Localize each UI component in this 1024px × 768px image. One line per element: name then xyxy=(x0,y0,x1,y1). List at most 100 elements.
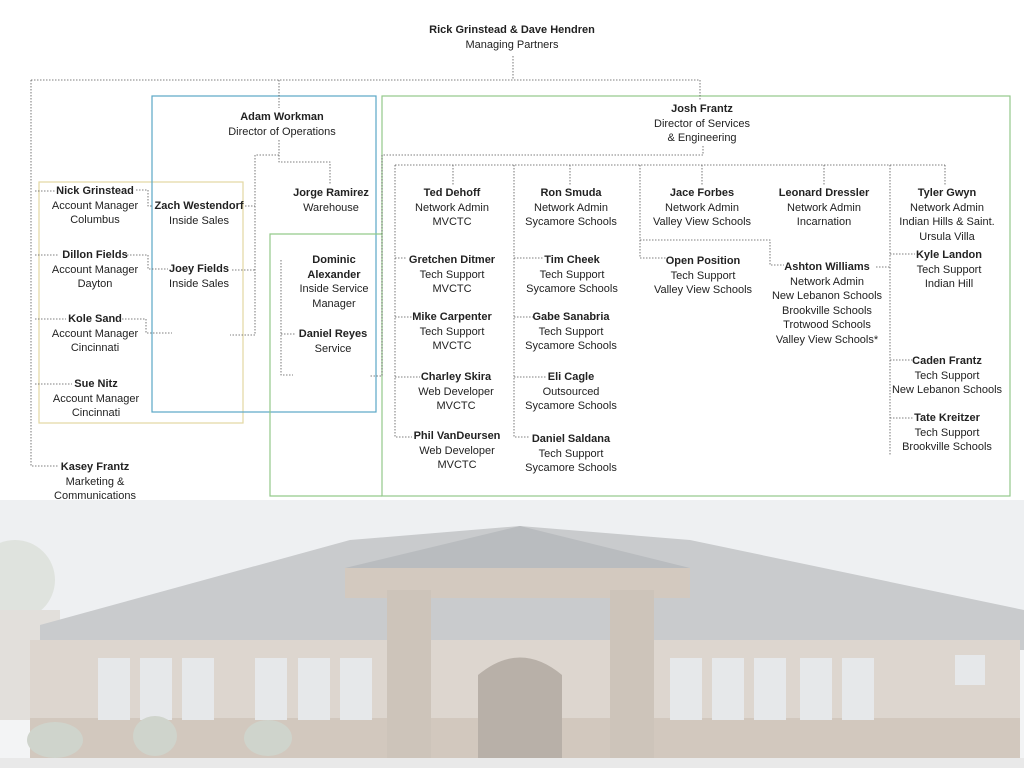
person-location: Sycamore Schools xyxy=(525,340,617,352)
warehouse-jorge: Jorge Ramirez Warehouse xyxy=(293,186,369,215)
person-title: Account Manager xyxy=(51,199,139,212)
person-location: MVCTC xyxy=(432,216,472,228)
person-title: Network Admin xyxy=(415,201,489,214)
person-location: MVCTC xyxy=(432,340,472,352)
person-location: Sycamore Schools xyxy=(525,400,617,412)
person-name: Tyler Gwyn xyxy=(917,187,977,199)
person-name: Gabe Sanabria xyxy=(532,311,610,323)
person-location: MVCTC xyxy=(436,400,476,412)
person-name: Nick Grinstead xyxy=(56,185,134,197)
person-name: Caden Frantz xyxy=(912,355,982,367)
person-name: Mike Carpenter xyxy=(412,311,492,323)
person-title: Outsourced xyxy=(542,385,600,398)
account-manager-sue: Sue Nitz Account Manager Cincinnati xyxy=(53,377,139,421)
person-location: MVCTC xyxy=(437,459,477,471)
account-manager-dillon: Dillon Fields Account Manager Dayton xyxy=(52,248,138,292)
tech-support-tim: Tim Cheek Tech Support Sycamore Schools xyxy=(526,253,618,297)
person-title: Tech Support xyxy=(538,447,604,460)
person-name: Charley Skira xyxy=(420,371,492,383)
person-location: Columbus xyxy=(70,214,120,226)
outsourced-eli: Eli Cagle Outsourced Sycamore Schools xyxy=(525,370,617,414)
network-admin-ashton: Ashton Williams Network Admin New Lebano… xyxy=(772,260,882,347)
operations-group-box xyxy=(151,95,377,413)
tech-support-caden: Caden Frantz Tech Support New Lebanon Sc… xyxy=(892,354,1002,398)
person-title: Network Admin xyxy=(790,275,864,288)
person-name: Daniel Reyes xyxy=(298,328,368,340)
account-manager-nick: Nick Grinstead Account Manager Columbus xyxy=(52,184,138,228)
person-title: Service xyxy=(314,342,352,355)
person-name: Kole Sand xyxy=(68,313,122,325)
person-title: Managing Partners xyxy=(465,38,559,51)
person-title: Manager xyxy=(312,297,356,310)
person-name: Alexander xyxy=(307,268,361,281)
person-location: Incarnation xyxy=(796,216,852,228)
person-location: Dayton xyxy=(77,278,113,290)
person-title: Account Manager xyxy=(51,327,139,340)
person-title: Communications xyxy=(54,490,136,502)
network-admin-ron: Ron Smuda Network Admin Sycamore Schools xyxy=(525,186,617,230)
director-services: Josh Frantz Director of Services & Engin… xyxy=(654,102,750,146)
person-location: Indian Hills & Saint. xyxy=(899,216,995,228)
person-title: Web Developer xyxy=(419,444,495,457)
person-title: Inside Sales xyxy=(169,277,229,290)
connector-lines xyxy=(30,56,1011,497)
person-name: Ron Smuda xyxy=(540,187,602,199)
person-title: Director of Services xyxy=(654,117,750,130)
person-title: Tech Support xyxy=(538,325,604,338)
person-name: Dillon Fields xyxy=(62,249,128,261)
inside-service-dominic: Dominic Alexander Inside Service Manager xyxy=(299,253,368,311)
person-location: New Lebanon Schools xyxy=(891,384,1003,396)
network-admin-ted: Ted Dehoff Network Admin MVCTC xyxy=(415,186,489,230)
open-position: Open Position Tech Support Valley View S… xyxy=(654,254,752,298)
network-admin-jace: Jace Forbes Network Admin Valley View Sc… xyxy=(653,186,751,230)
service-daniel-reyes: Daniel Reyes Service xyxy=(299,327,367,356)
person-name: Daniel Saldana xyxy=(531,433,611,445)
person-name: Tate Kreitzer xyxy=(914,412,980,424)
person-title: Account Manager xyxy=(51,263,139,276)
office-building-photo xyxy=(0,500,1024,768)
person-name: Ashton Williams xyxy=(784,261,870,273)
person-location: Cincinnati xyxy=(71,407,121,419)
person-title: Network Admin xyxy=(665,201,739,214)
person-title: Warehouse xyxy=(303,201,359,214)
person-name: Kyle Landon xyxy=(915,249,983,261)
person-name: Ted Dehoff xyxy=(423,187,481,199)
director-operations: Adam Workman Director of Operations xyxy=(228,110,336,139)
person-location: Brookville Schools xyxy=(902,441,992,453)
tech-support-kyle: Kyle Landon Tech Support Indian Hill xyxy=(916,248,982,292)
person-title: Tech Support xyxy=(539,268,605,281)
tech-support-daniel-saldana: Daniel Saldana Tech Support Sycamore Sch… xyxy=(525,432,617,476)
tech-support-tate: Tate Kreitzer Tech Support Brookville Sc… xyxy=(902,411,992,455)
person-name: Phil VanDeursen xyxy=(413,430,501,442)
person-location: Sycamore Schools xyxy=(526,283,618,295)
person-name: Sue Nitz xyxy=(74,378,118,390)
person-name: Kasey Frantz xyxy=(60,461,130,473)
person-name: Rick Grinstead & Dave Hendren xyxy=(429,24,595,36)
web-developer-charley: Charley Skira Web Developer MVCTC xyxy=(418,370,494,414)
person-name: Eli Cagle xyxy=(547,371,595,383)
person-location: Indian Hill xyxy=(924,278,974,290)
person-title: Inside Service xyxy=(299,283,369,295)
person-location: Trotwood Schools xyxy=(783,319,871,331)
person-title: Director of Operations xyxy=(228,125,336,138)
person-location: Sycamore Schools xyxy=(525,216,617,228)
person-title: Account Manager xyxy=(52,392,140,405)
person-name: Gretchen Ditmer xyxy=(408,254,496,266)
person-title: Tech Support xyxy=(914,426,980,439)
person-name: Open Position xyxy=(665,255,741,267)
person-name: Joey Fields xyxy=(169,263,229,275)
person-title: & Engineering xyxy=(667,132,737,144)
person-location: New Lebanon Schools xyxy=(771,290,883,302)
network-admin-leonard: Leonard Dressler Network Admin Incarnati… xyxy=(779,186,869,230)
person-title: Tech Support xyxy=(670,269,736,282)
person-title: Tech Support xyxy=(419,268,485,281)
person-name: Josh Frantz xyxy=(671,103,733,115)
person-location: Sycamore Schools xyxy=(525,462,617,474)
person-location: Cincinnati xyxy=(70,342,120,354)
tech-support-gabe: Gabe Sanabria Tech Support Sycamore Scho… xyxy=(525,310,617,354)
person-location: Brookville Schools xyxy=(782,304,872,317)
person-title: Network Admin xyxy=(534,201,608,214)
person-location: Ursula Villa xyxy=(919,230,975,243)
person-location: MVCTC xyxy=(432,283,472,295)
